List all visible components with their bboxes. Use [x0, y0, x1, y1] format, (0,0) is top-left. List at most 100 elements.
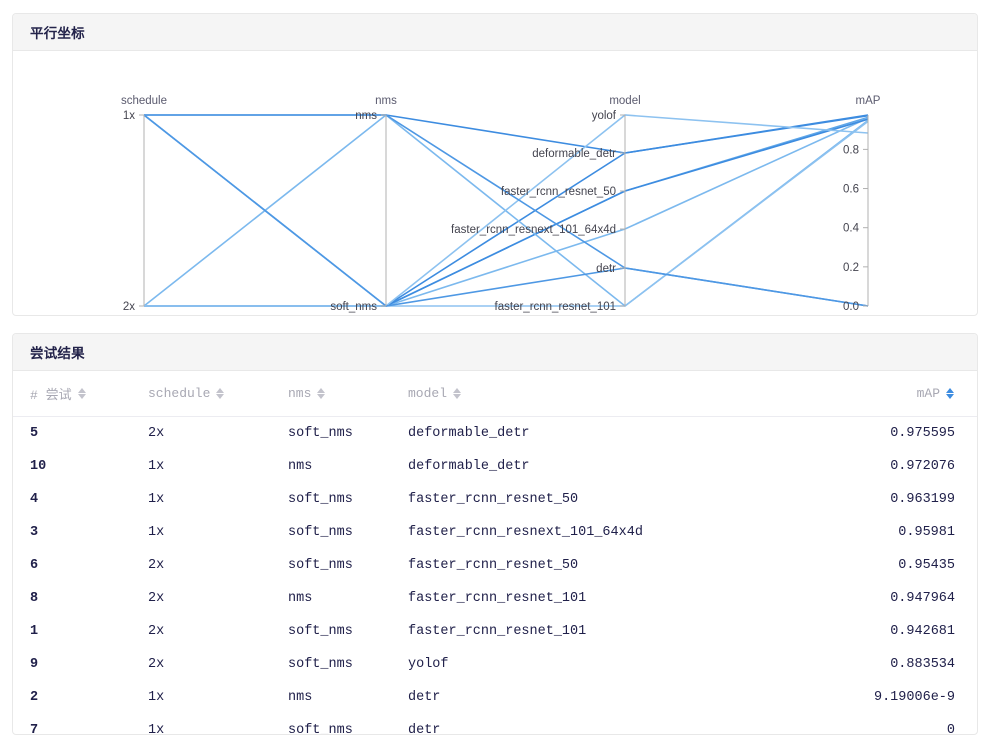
sort-icon-active[interactable] [946, 387, 955, 400]
cell-nms: soft_nms [288, 624, 353, 639]
tick-label-nms: nms [355, 110, 377, 122]
axis-title-schedule: schedule [121, 95, 167, 107]
cell-trial: 5 [30, 426, 39, 441]
cell-schedule: 1x [148, 492, 165, 507]
cell-trial: 3 [30, 525, 39, 540]
column-label: mAP [916, 386, 940, 401]
cell-model: deformable_detr [408, 459, 530, 474]
tick-label-detr: detr [596, 263, 616, 275]
cell-schedule: 2x [148, 591, 165, 606]
table-row[interactable]: 7 1x soft_nms detr 0 [13, 714, 977, 735]
cell-model: detr [408, 723, 441, 735]
parallel-coordinates-card: 平行坐标 schedule 1x 2x nms nms soft_nms model yolo… [12, 13, 978, 316]
cell-model: faster_rcnn_resnet_50 [408, 558, 579, 573]
cell-mAP: 9.19006e-9 [873, 690, 955, 705]
cell-model: detr [408, 690, 441, 705]
column-header-model[interactable]: model [408, 371, 828, 417]
column-label: # 尝试 [30, 388, 72, 403]
pcp-line-trial-9[interactable] [144, 114, 869, 307]
pcp-lines [143, 113, 869, 308]
cell-trial: 9 [30, 657, 39, 672]
cell-nms: soft_nms [288, 525, 353, 540]
cell-mAP: 0.95981 [898, 525, 955, 540]
tick-label-0.2: 0.2 [843, 262, 859, 274]
cell-mAP: 0.963199 [890, 492, 955, 507]
cell-nms: soft_nms [288, 723, 353, 735]
parallel-coordinates-plot[interactable]: schedule 1x 2x nms nms soft_nms model yolof defo… [13, 51, 977, 315]
cell-schedule: 1x [148, 690, 165, 705]
parallel-coordinates-header: 平行坐标 [13, 14, 977, 51]
table-head: # 尝试 schedule nms model mAP [13, 371, 977, 417]
column-header-nms[interactable]: nms [288, 371, 408, 417]
column-label: schedule [148, 386, 211, 401]
column-header-trial[interactable]: # 尝试 [13, 371, 148, 417]
pcp-line-trial-7[interactable] [143, 114, 869, 307]
pcp-line-trial-10[interactable] [144, 114, 869, 154]
cell-nms: nms [288, 459, 313, 474]
cell-mAP: 0.947964 [890, 591, 955, 606]
axis-title-model: model [609, 95, 640, 107]
cell-schedule: 1x [148, 723, 165, 735]
cell-schedule: 1x [148, 459, 165, 474]
tick-label-1x: 1x [123, 110, 135, 122]
axis-title-mAP: mAP [856, 95, 881, 107]
cell-mAP: 0 [946, 723, 955, 735]
table-row[interactable]: 6 2x soft_nms faster_rcnn_resnet_50 0.95435 [13, 549, 977, 582]
cell-mAP: 0.972076 [890, 459, 955, 474]
cell-schedule: 2x [148, 426, 165, 441]
cell-nms: nms [288, 690, 313, 705]
pcp-axis-nms[interactable]: nms nms soft_nms [330, 95, 397, 313]
column-label: model [408, 386, 448, 401]
table-header-row: # 尝试 schedule nms model mAP [13, 371, 977, 417]
tick-label-0.0: 0.0 [843, 301, 859, 313]
cell-model: deformable_detr [408, 426, 530, 441]
sort-icon[interactable] [77, 387, 87, 400]
cell-model: faster_rcnn_resnet_101 [408, 624, 587, 639]
cell-trial: 10 [30, 459, 47, 474]
column-header-map[interactable]: mAP [828, 371, 977, 417]
tick-label-0.4: 0.4 [843, 223, 860, 235]
sort-icon[interactable] [453, 387, 462, 400]
cell-nms: nms [288, 591, 313, 606]
table-row[interactable]: 10 1x nms deformable_detr 0.972076 [13, 450, 977, 483]
cell-trial: 2 [30, 690, 39, 705]
axis-title-nms: nms [375, 95, 397, 107]
pcp-line-trial-6[interactable] [144, 118, 869, 307]
cell-schedule: 2x [148, 624, 165, 639]
sort-icon[interactable] [216, 387, 225, 400]
cell-nms: soft_nms [288, 558, 353, 573]
sort-icon[interactable] [317, 387, 326, 400]
pcp-line-trial-1[interactable] [144, 120, 869, 307]
tick-label-2x: 2x [123, 301, 135, 313]
tick-label-faster_rcnn_resnet_50: faster_rcnn_resnet_50 [501, 186, 616, 198]
tick-label-yolof: yolof [592, 110, 617, 122]
tick-label-0.8: 0.8 [843, 144, 859, 156]
cell-schedule: 2x [148, 558, 165, 573]
cell-schedule: 2x [148, 657, 165, 672]
cell-mAP: 0.95435 [898, 558, 955, 573]
tick-label-soft_nms: soft_nms [330, 301, 377, 313]
cell-trial: 7 [30, 723, 39, 735]
table-row[interactable]: 2 1x nms detr 9.19006e-9 [13, 681, 977, 714]
cell-model: faster_rcnn_resnext_101_64x4d [408, 525, 643, 540]
tick-label-deformable_detr: deformable_detr [532, 148, 616, 160]
cell-trial: 1 [30, 624, 39, 639]
pcp-axis-schedule[interactable]: schedule 1x 2x [121, 95, 167, 313]
cell-trial: 6 [30, 558, 39, 573]
pcp-axis-model[interactable]: model yolof deformable_detr faster_rcnn_res… [451, 95, 641, 313]
cell-trial: 8 [30, 591, 39, 606]
cell-model: yolof [408, 657, 449, 672]
column-header-schedule[interactable]: schedule [148, 371, 288, 417]
